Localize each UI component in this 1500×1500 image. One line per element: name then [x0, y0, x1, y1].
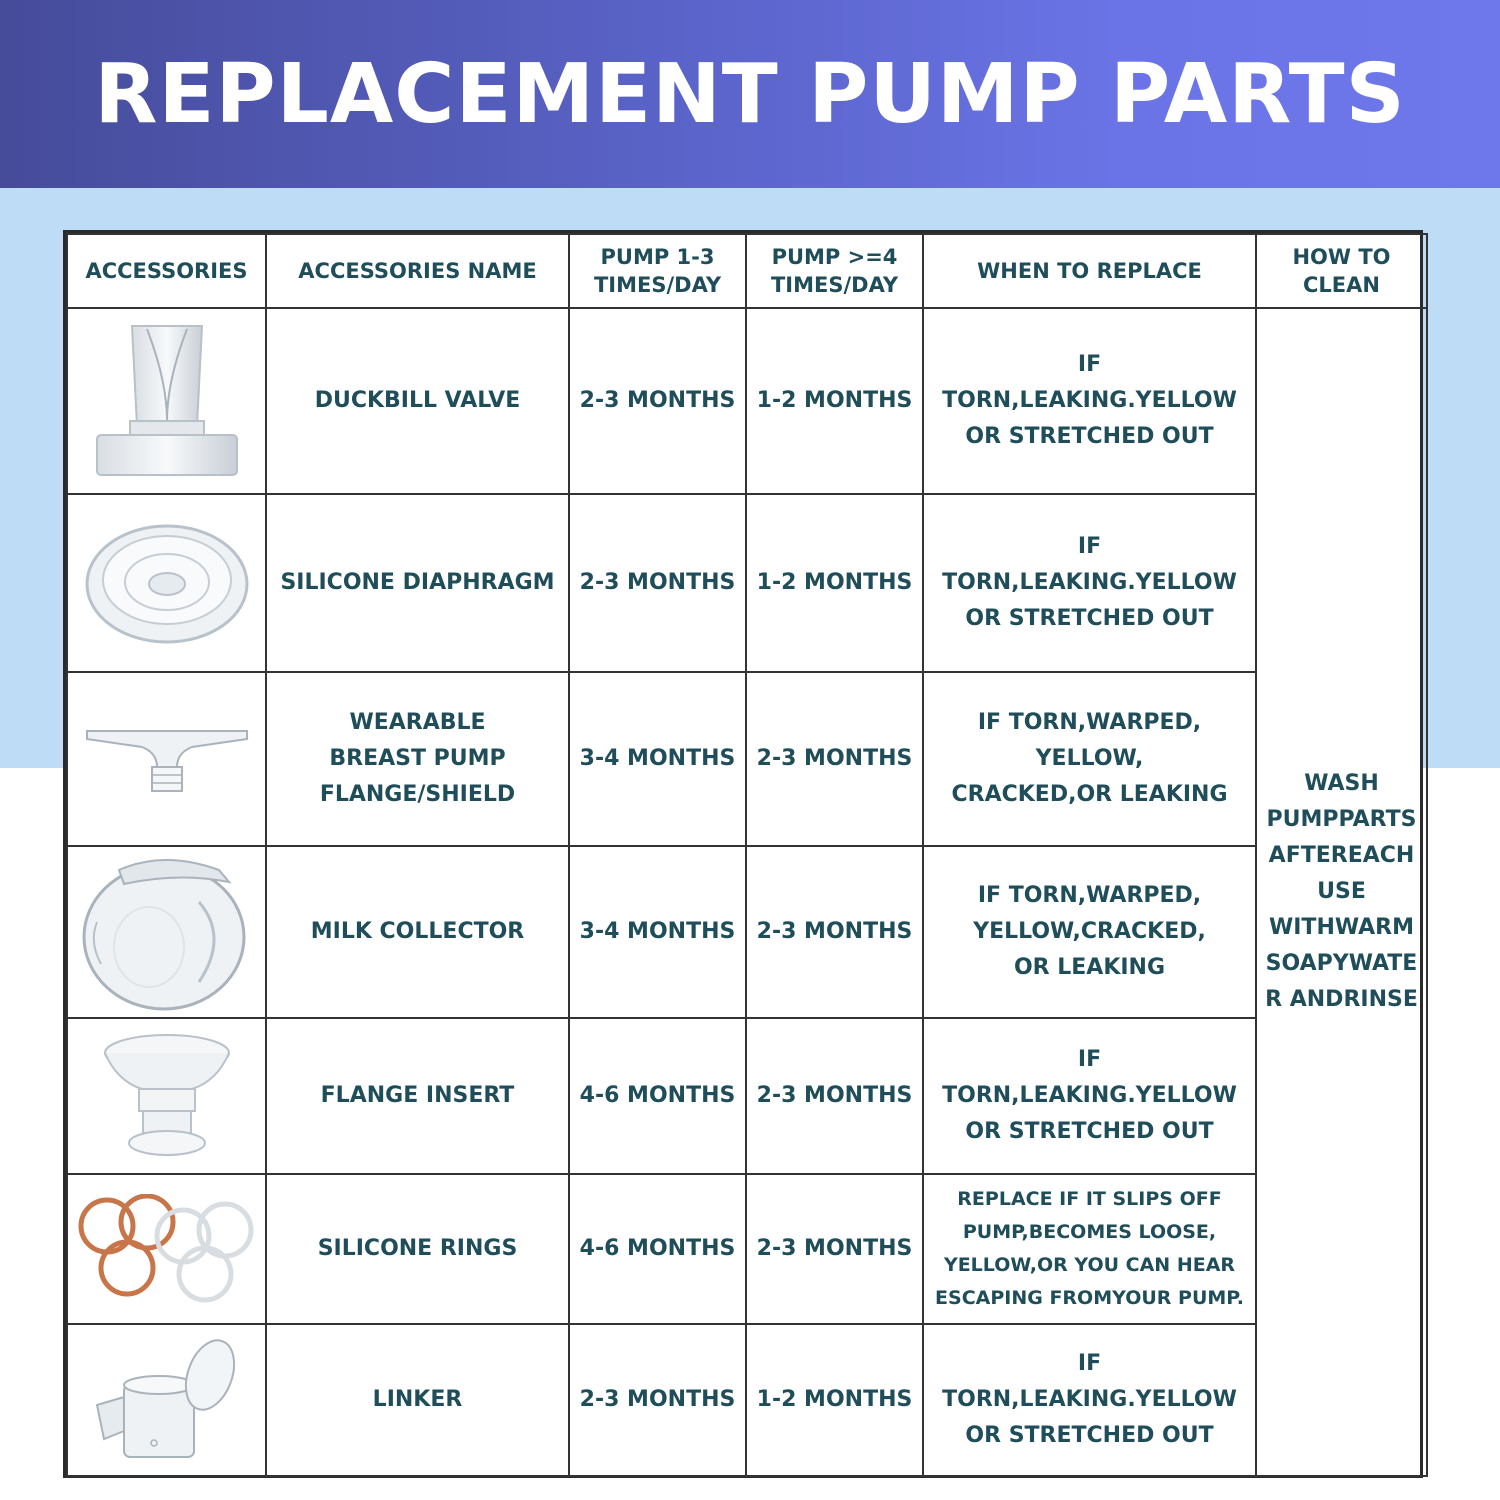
table-row: DUCKBILL VALVE 2-3 MONTHS 1-2 MONTHS IF …	[66, 307, 1428, 1477]
accessory-image	[66, 1173, 267, 1325]
pump-1-3-value: 4-6 MONTHS	[568, 1173, 747, 1325]
when-to-replace: IF TORN,LEAKING.YELLOW OR STRETCHED OUT	[922, 493, 1257, 673]
flange-insert-icon	[103, 1034, 230, 1156]
flange-shield-icon	[85, 730, 248, 792]
clean-line: AFTEREACH	[1268, 843, 1415, 868]
table-row: SILICONE DIAPHRAGM 2-3 MONTHS 1-2 MONTHS…	[66, 493, 1427, 673]
table-row: WEARABLE BREAST PUMP FLANGE/SHIELD 3-4 M…	[66, 671, 1427, 847]
clean-line: USE	[1317, 879, 1366, 904]
accessory-name: SILICONE RINGS	[265, 1173, 570, 1325]
pump-1-3-value: 2-3 MONTHS	[568, 493, 747, 673]
when-line: OR STRETCHED OUT	[965, 1119, 1214, 1144]
clean-line: R ANDRINSE	[1265, 987, 1418, 1012]
when-to-replace: IF TORN,LEAKING.YELLOW OR STRETCHED OUT	[922, 307, 1257, 495]
when-line: PUMP,BECOMES LOOSE,	[962, 1221, 1217, 1243]
accessory-image	[66, 845, 267, 1019]
accessory-image	[66, 1017, 267, 1175]
when-line: CRACKED,OR LEAKING	[951, 782, 1228, 807]
pump-4-value: 2-3 MONTHS	[745, 671, 924, 847]
table-row: LINKER 2-3 MONTHS 1-2 MONTHS IF TORN,LEA…	[66, 1323, 1427, 1477]
accessory-name: SILICONE DIAPHRAGM	[265, 493, 570, 673]
when-to-replace: IF TORN,LEAKING.YELLOW OR STRETCHED OUT	[922, 1323, 1257, 1477]
silicone-diaphragm-icon	[85, 524, 248, 644]
table-row: MILK COLLECTOR 3-4 MONTHS 2-3 MONTHS IF …	[66, 845, 1427, 1019]
linker-icon	[95, 1339, 235, 1458]
accessory-name: WEARABLE BREAST PUMP FLANGE/SHIELD	[265, 671, 570, 847]
header-when-to-replace: WHEN TO REPLACE	[922, 233, 1257, 309]
silicone-rings-icon	[78, 1194, 253, 1303]
when-line: IF TORN,WARPED,	[977, 883, 1202, 908]
header-how-to-clean: HOW TO CLEAN	[1255, 233, 1428, 309]
when-to-replace: REPLACE IF IT SLIPS OFF PUMP,BECOMES LOO…	[922, 1173, 1257, 1325]
header-pump-1-3-line2: TIMES/DAY	[593, 273, 722, 297]
when-line: IF TORN,LEAKING.YELLOW	[942, 352, 1237, 413]
when-line: IF TORN,LEAKING.YELLOW	[942, 534, 1237, 595]
when-line: ESCAPING FROMYOUR PUMP.	[935, 1287, 1244, 1309]
table-row: SILICONE RINGS 4-6 MONTHS 2-3 MONTHS REP…	[66, 1173, 1427, 1325]
clean-line: SOAPYWATE	[1265, 951, 1418, 976]
when-line: IF TORN,LEAKING.YELLOW	[942, 1047, 1237, 1108]
pump-4-value: 2-3 MONTHS	[745, 845, 924, 1019]
how-to-clean: WASH PUMPPARTS AFTEREACH USE WITHWARM SO…	[1255, 307, 1428, 1477]
pump-4-value: 2-3 MONTHS	[745, 1173, 924, 1325]
when-line: OR STRETCHED OUT	[965, 424, 1214, 449]
when-line: IF TORN,WARPED,	[977, 710, 1202, 735]
pump-4-value: 1-2 MONTHS	[745, 493, 924, 673]
pump-4-value: 2-3 MONTHS	[745, 1017, 924, 1175]
clean-line: WASH	[1304, 771, 1379, 796]
accessory-image	[66, 671, 267, 847]
page-title: REPLACEMENT PUMP PARTS	[94, 47, 1406, 142]
pump-1-3-value: 2-3 MONTHS	[568, 307, 747, 495]
clean-line: PUMPPARTS	[1266, 807, 1417, 832]
when-to-replace: IF TORN,WARPED, YELLOW, CRACKED,OR LEAKI…	[922, 671, 1257, 847]
pump-1-3-value: 3-4 MONTHS	[568, 845, 747, 1019]
when-line: OR STRETCHED OUT	[965, 606, 1214, 631]
name-line: FLANGE/SHIELD	[319, 782, 516, 807]
accessory-name: FLANGE INSERT	[265, 1017, 570, 1175]
pump-1-3-value: 4-6 MONTHS	[568, 1017, 747, 1175]
when-line: YELLOW,	[1035, 746, 1144, 771]
when-line: REPLACE IF IT SLIPS OFF	[957, 1188, 1222, 1210]
when-line: OR LEAKING	[1013, 955, 1166, 980]
when-line: YELLOW,OR YOU CAN HEAR	[943, 1254, 1236, 1276]
when-line: YELLOW,CRACKED,	[973, 919, 1206, 944]
name-line: WEARABLE	[349, 710, 486, 735]
replacement-table: ACCESSORIES ACCESSORIES NAME PUMP 1-3 TI…	[63, 230, 1428, 1478]
header-how-to-clean-line2: CLEAN	[1303, 273, 1380, 297]
duckbill-valve-icon	[95, 325, 238, 476]
name-line: BREAST PUMP	[329, 746, 506, 771]
when-to-replace: IF TORN,LEAKING.YELLOW OR STRETCHED OUT	[922, 1017, 1257, 1175]
header-pump-4-line1: PUMP >=4	[771, 245, 898, 269]
clean-line: WITHWARM	[1268, 915, 1414, 940]
accessory-image	[66, 1323, 267, 1477]
milk-collector-icon	[82, 859, 246, 1011]
table-row: FLANGE INSERT 4-6 MONTHS 2-3 MONTHS IF T…	[66, 1017, 1427, 1175]
accessory-name: MILK COLLECTOR	[265, 845, 570, 1019]
when-line: OR STRETCHED OUT	[965, 1423, 1214, 1448]
header-band	[0, 0, 1500, 188]
pump-4-value: 1-2 MONTHS	[745, 1323, 924, 1477]
header-pump-1-3: PUMP 1-3 TIMES/DAY	[568, 233, 747, 309]
header-row: ACCESSORIES ACCESSORIES NAME PUMP 1-3 TI…	[66, 233, 1428, 309]
header-accessories: ACCESSORIES	[66, 233, 267, 309]
header-accessories-name: ACCESSORIES NAME	[265, 233, 570, 309]
accessory-image	[66, 307, 267, 495]
when-to-replace: IF TORN,WARPED, YELLOW,CRACKED, OR LEAKI…	[922, 845, 1257, 1019]
pump-1-3-value: 3-4 MONTHS	[568, 671, 747, 847]
when-line: IF TORN,LEAKING.YELLOW	[942, 1351, 1237, 1412]
header-how-to-clean-line1: HOW TO	[1292, 245, 1391, 269]
pump-4-value: 1-2 MONTHS	[745, 307, 924, 495]
accessory-name: DUCKBILL VALVE	[265, 307, 570, 495]
pump-1-3-value: 2-3 MONTHS	[568, 1323, 747, 1477]
accessory-image	[66, 493, 267, 673]
header-pump-4: PUMP >=4 TIMES/DAY	[745, 233, 924, 309]
accessory-name: LINKER	[265, 1323, 570, 1477]
header-pump-1-3-line1: PUMP 1-3	[600, 245, 715, 269]
header-pump-4-line2: TIMES/DAY	[770, 273, 899, 297]
